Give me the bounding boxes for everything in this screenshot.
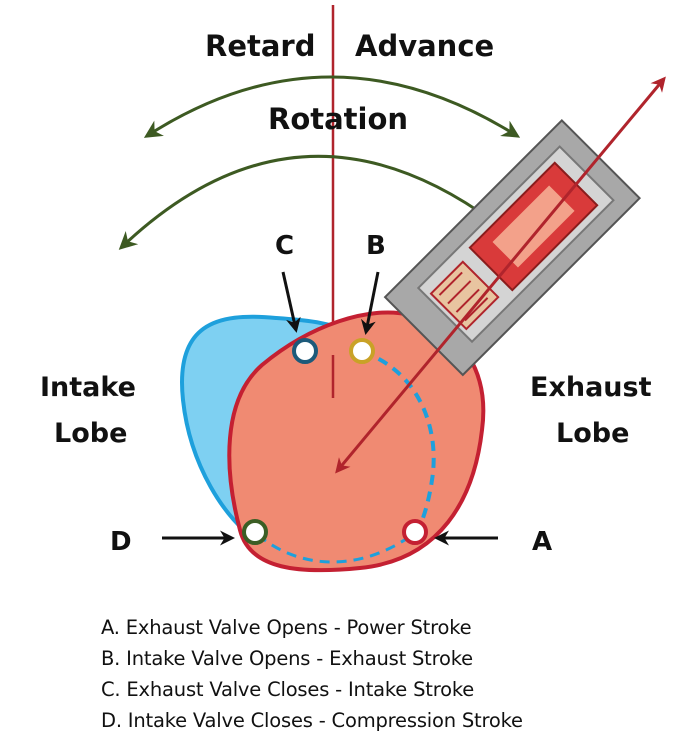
pointer-arrow-b	[360, 271, 380, 335]
legend-item-b: B. Intake Valve Opens - Exhaust Stroke	[101, 647, 473, 670]
intake-lobe-label-line2: Lobe	[54, 418, 127, 449]
legend: A. Exhaust Valve Opens - Power Stroke B.…	[101, 612, 523, 736]
point-label-a: A	[532, 527, 552, 557]
advance-label: Advance	[355, 29, 494, 63]
point-label-d: D	[110, 527, 132, 557]
exhaust-lobe-label-line2: Lobe	[556, 418, 629, 449]
point-label-c: C	[275, 231, 294, 261]
rotation-arc-inner	[118, 154, 495, 250]
legend-item-a: A. Exhaust Valve Opens - Power Stroke	[101, 616, 472, 639]
lifter-axis-arrow	[335, 76, 666, 474]
legend-item-c: C. Exhaust Valve Closes - Intake Stroke	[101, 678, 475, 701]
rotation-label: Rotation	[268, 102, 408, 136]
point-b-marker	[349, 338, 375, 364]
point-label-b: B	[366, 231, 386, 261]
point-d-marker	[242, 519, 268, 545]
intake-lobe-label-line1: Intake	[40, 372, 136, 403]
point-c-marker	[292, 338, 318, 364]
valve-lifter	[383, 118, 642, 377]
point-a-marker	[402, 519, 428, 545]
cam-lobe-diagram: Retard Advance Rotation Intake Lobe Exha…	[40, 5, 666, 573]
base-circle-bottom-dashed	[257, 533, 413, 564]
pointer-arrow-c	[281, 271, 301, 333]
legend-item-d: D. Intake Valve Closes - Compression Str…	[101, 709, 523, 732]
exhaust-lobe-label-line1: Exhaust	[530, 372, 652, 403]
retard-label: Retard	[205, 29, 316, 63]
